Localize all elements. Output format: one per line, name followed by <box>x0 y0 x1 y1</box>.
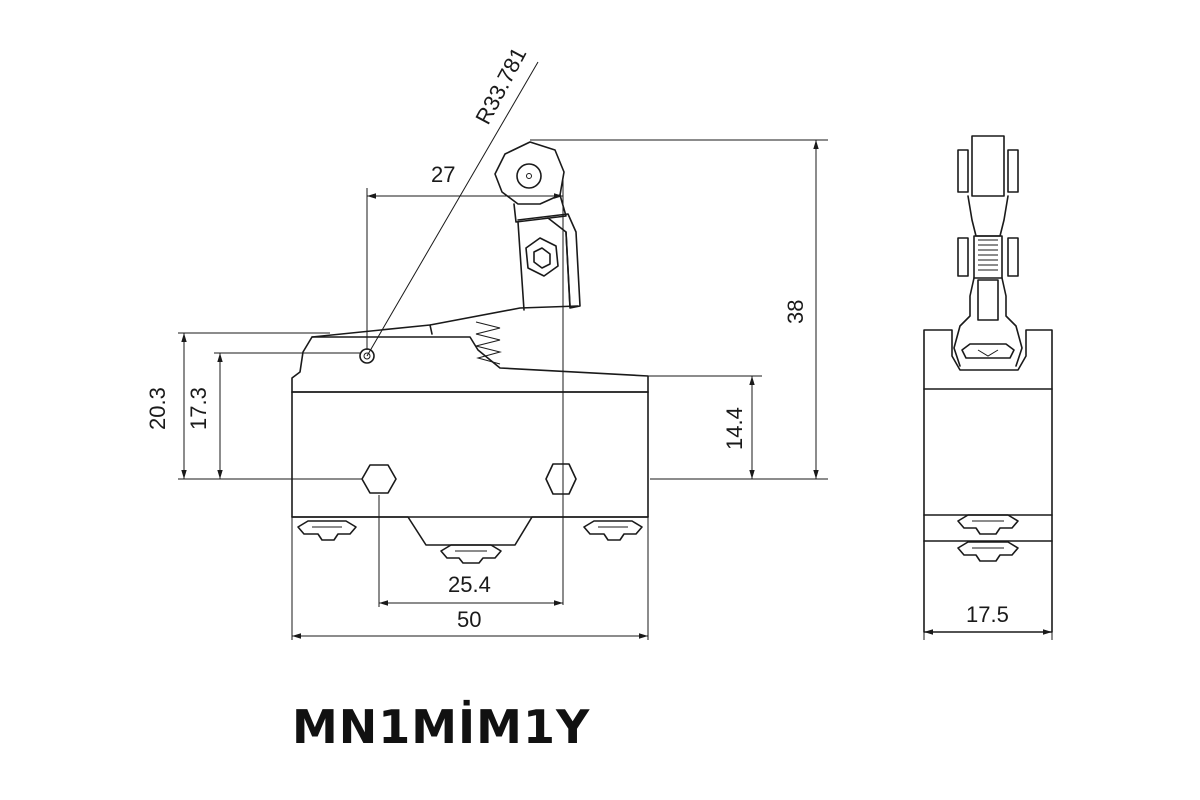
terminal-right <box>583 520 643 541</box>
dim-height-14-4: 14.4 <box>648 375 762 479</box>
side-body <box>923 329 1053 633</box>
dim-total-height: 38 <box>530 139 828 480</box>
side-terminal-lower <box>957 541 1019 562</box>
switch-body <box>291 336 649 546</box>
dim-hole-spacing: 25.4 <box>378 495 563 607</box>
mounting-hole-right <box>545 463 577 495</box>
terminal-left <box>297 520 357 541</box>
lever-arm <box>311 213 581 365</box>
side-view: 17.5 <box>923 135 1053 640</box>
dim-height-20-3-label: 20.3 <box>145 387 170 430</box>
dim-side-width-label: 17.5 <box>966 602 1009 627</box>
dim-height-14-4-label: 14.4 <box>722 407 747 450</box>
dim-side-width: 17.5 <box>923 602 1053 640</box>
terminal-center <box>440 544 502 564</box>
dim-height-20-3: 20.3 <box>145 332 362 480</box>
dim-hole-spacing-label: 25.4 <box>448 572 491 597</box>
radius-line <box>366 61 539 357</box>
dim-body-length-label: 50 <box>457 607 481 632</box>
mounting-hole-left <box>361 464 397 494</box>
dim-radius-label: R33.781 <box>470 43 531 128</box>
side-actuator <box>953 135 1023 367</box>
dim-height-17-3-label: 17.3 <box>186 387 211 430</box>
dim-lever-offset-label: 27 <box>431 162 455 187</box>
dim-total-height-label: 38 <box>783 300 808 324</box>
dim-height-17-3: 17.3 <box>186 352 360 479</box>
roller <box>494 141 567 223</box>
front-view: 27 R33.781 38 14.4 20.3 17.3 <box>145 43 828 640</box>
model-name: MN1MİM1Y <box>292 700 591 754</box>
dim-body-length: 50 <box>291 517 649 640</box>
side-terminal-upper <box>957 514 1019 535</box>
dim-lever-offset: 27 <box>366 162 564 605</box>
